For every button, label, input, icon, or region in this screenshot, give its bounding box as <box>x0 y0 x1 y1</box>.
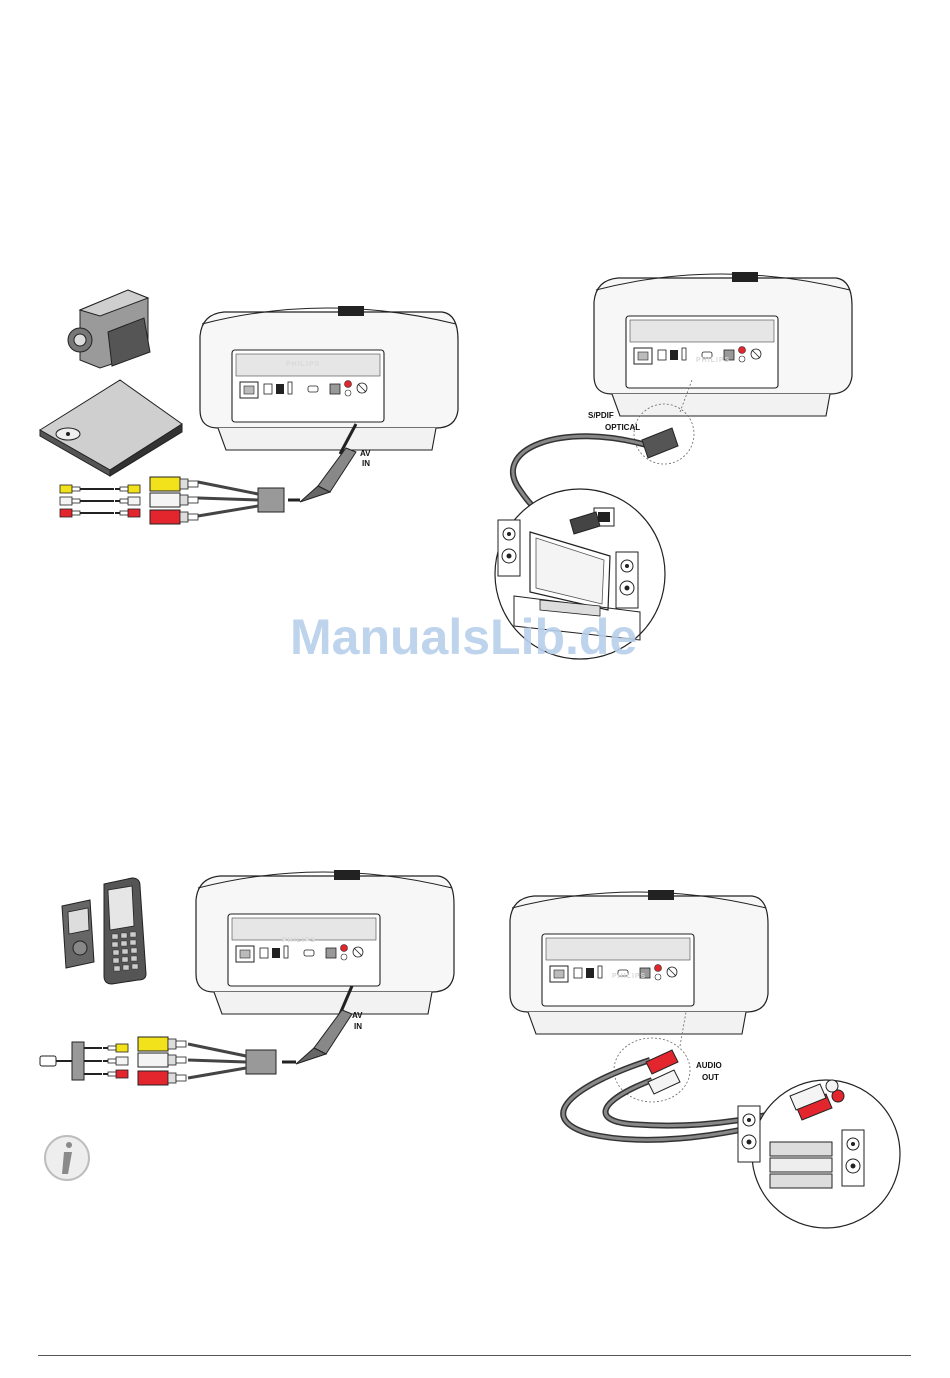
optical-plug-icon <box>642 428 678 458</box>
adapter-cable <box>40 1042 128 1080</box>
av-in-label-bottom: IN <box>354 1022 362 1031</box>
brand-label: PHILIPS <box>612 973 646 980</box>
hifi-system-icon <box>738 1080 900 1228</box>
rca-cable-set <box>60 485 140 517</box>
av-in-label-top: AV <box>352 1011 363 1020</box>
av-in-label-top: AV <box>360 449 371 458</box>
projector-icon <box>594 272 852 416</box>
minijack-plug-icon <box>296 1010 352 1064</box>
projector-icon <box>510 890 768 1034</box>
watermark: ManualsLib.de <box>290 608 637 666</box>
brand-label: PHILIPS <box>696 357 730 364</box>
dvd-player-icon <box>40 380 182 476</box>
audio-out-label-top: AUDIO <box>696 1061 722 1070</box>
av-in-label-bottom: IN <box>362 459 370 468</box>
rca-plug-yellow <box>150 477 198 491</box>
brand-label: PHILIPS <box>286 361 320 368</box>
splitter-icon <box>258 488 284 512</box>
rca-plug-white <box>138 1053 186 1067</box>
rca-plug-red <box>150 510 198 524</box>
mp3-player-icon <box>62 900 94 968</box>
info-icon <box>45 1136 89 1180</box>
projector-icon <box>196 870 454 1014</box>
mobile-phone-icon <box>104 878 146 984</box>
camcorder-icon <box>68 290 150 368</box>
footer-rule <box>38 1355 911 1356</box>
audio-out-label-bottom: OUT <box>702 1073 719 1082</box>
panel-spdif: PHILIPS S/PDIF OPTICAL <box>495 272 852 659</box>
panel-mobile-av: PHILIPS AV IN <box>40 870 454 1180</box>
panel-audio-out: PHILIPS AUDIO OUT <box>510 890 900 1228</box>
splitter-icon <box>246 1050 276 1074</box>
rca-plug-red <box>138 1071 186 1085</box>
spdif-label-top: S/PDIF <box>588 411 614 420</box>
minijack-plug-icon <box>300 448 356 502</box>
rca-plug-yellow <box>138 1037 186 1051</box>
panel-av-in: PHILIPS AV IN <box>40 290 458 524</box>
projector-icon <box>200 306 458 450</box>
rca-plug-white <box>150 493 198 507</box>
brand-label: PHILIPS <box>282 937 316 944</box>
